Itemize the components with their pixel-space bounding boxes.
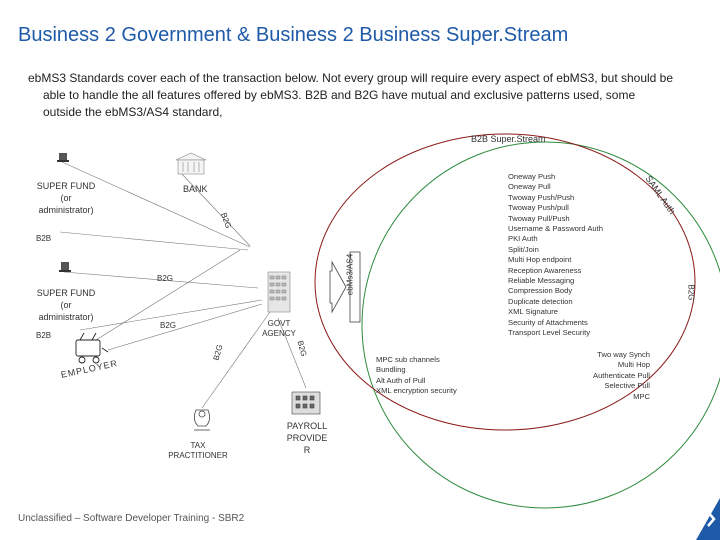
common-feature-item: Oneway Pull: [508, 182, 551, 192]
b2g-feature-item: Authenticate Pull: [593, 370, 650, 380]
b2g-circle: [314, 133, 696, 431]
intro-paragraph: ebMS3 Standards cover each of the transa…: [28, 70, 698, 121]
employer-icon: [75, 332, 109, 364]
common-feature-item: Multi Hop endpoint: [508, 255, 572, 265]
govt-agency-label: GOVT AGENCY: [262, 319, 296, 338]
b2g-label-right: B2G: [686, 284, 696, 301]
b2g-label-mid2: B2G: [160, 321, 177, 330]
b2b-feature-item: Bundling: [376, 365, 406, 375]
payroll-provider-label: PAYROLL PROVIDE R: [286, 421, 328, 455]
common-feature-item: Reception Awareness: [508, 265, 582, 275]
b2g-label-mid1: B2G: [157, 274, 174, 283]
intro-line-2: able to handle the all features offered …: [43, 88, 636, 102]
super-fund-label-2: SUPER FUND (or administrator): [36, 288, 96, 322]
common-feature-item: Twoway Push/Push: [508, 192, 575, 202]
b2g-feature-item: Two way Synch: [597, 350, 650, 359]
common-feature-item: Security of Attachments: [508, 317, 588, 327]
b2b-circle: [361, 141, 720, 509]
inbound-arrow: [329, 260, 347, 314]
common-feature-item: Twoway Push/pull: [508, 203, 569, 213]
common-feature-item: Compression Body: [508, 286, 573, 296]
page-title: Business 2 Government & Business 2 Busin…: [18, 24, 569, 46]
building-icon-superfund-1: [57, 153, 69, 162]
b2b-feature-item: Alt Auth of Pull: [376, 375, 426, 385]
intro-line-3: outside the ebMS3/AS4 standard,: [43, 105, 223, 119]
common-feature-item: Oneway Push: [508, 172, 556, 181]
govt-agency-icon: [267, 271, 291, 313]
super-fund-label-1: SUPER FUND (or administrator): [36, 181, 96, 215]
corner-logo: [696, 498, 720, 540]
common-feature-item: Username & Password Auth: [508, 224, 603, 234]
b2b-feature-item: MPC sub channels: [376, 355, 440, 364]
b2g-feature-item: Multi Hop: [617, 360, 650, 370]
footer-classification: Unclassified – Software Developer Traini…: [18, 513, 245, 524]
common-feature-item: Transport Level Security: [508, 328, 591, 338]
b2b-superstream-label: B2B Super.Stream: [471, 134, 546, 144]
b2b-feature-item: XML encryption security: [376, 386, 457, 396]
bank-label: BANK: [183, 184, 208, 194]
ebms3-as4-label: ebMs3/AS4: [345, 253, 355, 296]
common-feature-item: Twoway Pull/Push: [508, 213, 570, 223]
common-feature-item: Split/Join: [508, 244, 539, 254]
tax-practitioner-label: TAX PRACTITIONER: [168, 441, 228, 460]
common-feature-item: PKI Auth: [508, 234, 538, 244]
common-feature-item: Duplicate detection: [508, 296, 573, 306]
common-feature-item: XML Signature: [508, 307, 558, 317]
connection-lines: [59, 161, 307, 409]
building-icon-superfund-2: [59, 262, 71, 272]
intro-line-1: ebMS3 Standards cover each of the transa…: [28, 71, 674, 85]
bank-icon: [175, 152, 207, 175]
payroll-provider-icon: [291, 391, 321, 415]
b2g-feature-item: Selective Pull: [604, 381, 650, 391]
common-feature-item: Reliable Messaging: [508, 276, 575, 286]
b2b-label-2: B2B: [36, 331, 52, 340]
ebms3-bar: [349, 251, 361, 323]
tax-practitioner-icon: [194, 409, 210, 431]
b2b-label-1: B2B: [36, 234, 52, 243]
b2g-feature-item: MPC: [633, 391, 650, 401]
